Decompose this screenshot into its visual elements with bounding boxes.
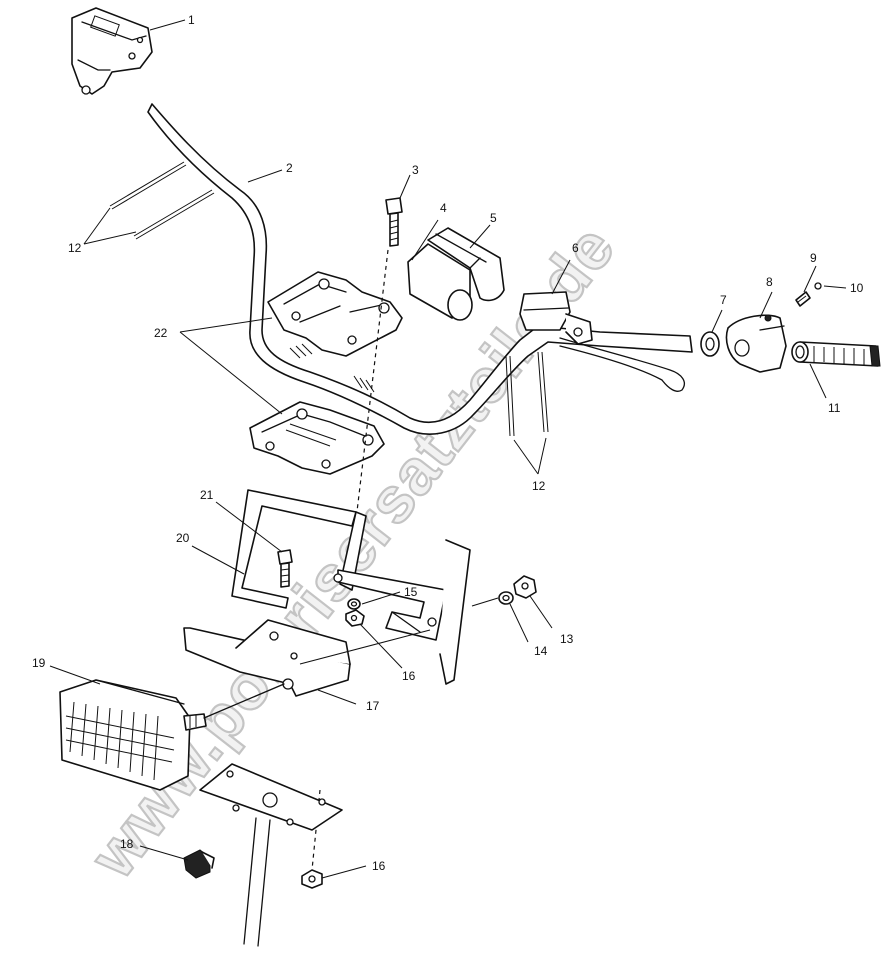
screw-part (795, 291, 811, 307)
grip-part (791, 341, 881, 367)
callout-9: 9 (810, 251, 817, 265)
callout-1: 1 (188, 13, 195, 27)
callout-12-right: 12 (532, 479, 546, 493)
callout-6: 6 (572, 241, 579, 255)
bottom-nut-part (301, 869, 323, 889)
callout-12-left: 12 (68, 241, 82, 255)
callout-17: 17 (366, 699, 380, 713)
headlight-part (59, 679, 285, 791)
callout-4: 4 (440, 201, 447, 215)
light-bracket-part (231, 489, 471, 685)
lower-clamp-part (249, 401, 385, 475)
throttle-housing-part (725, 314, 787, 373)
callout-5: 5 (490, 211, 497, 225)
callout-15: 15 (404, 585, 418, 599)
nut-part (513, 575, 537, 599)
flat-washer-part (498, 591, 514, 605)
callout-18: 18 (120, 837, 134, 851)
master-cylinder-part (519, 291, 593, 345)
callout-13: 13 (560, 632, 574, 646)
bolt-part (385, 197, 403, 247)
clamp-pad-part (407, 227, 505, 321)
callout-16-bottom: 16 (372, 859, 386, 873)
callout-2: 2 (286, 161, 293, 175)
small-nut-part (814, 282, 822, 290)
steering-post-part (243, 817, 271, 947)
callout-8: 8 (766, 275, 773, 289)
lock-nut-part (345, 609, 365, 627)
wire-clip-part (183, 849, 215, 879)
handlebar-part (147, 103, 693, 435)
callout-21: 21 (200, 488, 214, 502)
bracket-bolt-part (277, 549, 293, 588)
callout-3: 3 (412, 163, 419, 177)
callout-14: 14 (534, 644, 548, 658)
wire-tie-part (109, 161, 549, 437)
callout-11: 11 (828, 401, 841, 415)
throttle-ring-part (700, 331, 720, 357)
mounting-plate-part (183, 619, 351, 697)
upper-clamp-part (267, 271, 403, 357)
handlebar-cover-part (71, 7, 153, 95)
callout-20: 20 (176, 531, 190, 545)
callout-16-middle: 16 (402, 669, 416, 683)
callout-7: 7 (720, 293, 727, 307)
callout-22: 22 (154, 326, 168, 340)
callout-19: 19 (32, 656, 46, 670)
washer-part (347, 598, 361, 610)
lower-plate-part (199, 763, 343, 831)
callout-10: 10 (850, 281, 864, 295)
